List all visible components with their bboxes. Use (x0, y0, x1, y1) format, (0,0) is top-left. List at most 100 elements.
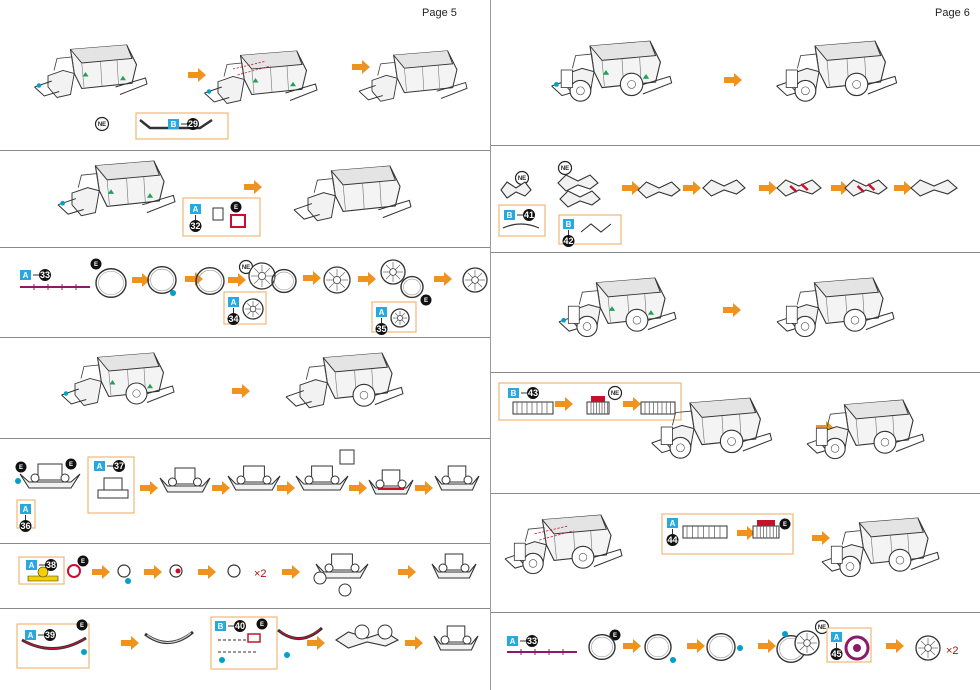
rear-wheel (888, 548, 912, 572)
headlamp-part (313, 571, 327, 585)
part-number-circle (189, 220, 202, 232)
part-sheet-letter: A (23, 505, 29, 514)
step-arrow-icon (812, 531, 830, 545)
step-arrow-icon (405, 636, 423, 650)
glue-point-icon (36, 83, 42, 88)
front-wheel (522, 552, 544, 575)
axle-bracket (447, 465, 467, 483)
tire-ring-part (588, 633, 616, 661)
step-arrow-icon (358, 272, 376, 286)
car-windshield-frame (223, 62, 245, 80)
car-body-panel-lines (106, 176, 146, 205)
step-arrow-icon (352, 60, 370, 74)
part-number: 44 (667, 535, 677, 545)
e-badge-icon (230, 201, 242, 213)
rear-wheel (352, 383, 376, 407)
car-body-panel-lines (81, 59, 119, 88)
running-board-part (500, 181, 532, 199)
tire-ring-part (195, 267, 225, 296)
part-number: 34 (228, 314, 238, 324)
step-arrow-icon (555, 397, 573, 411)
ne-badge-label: NE (518, 176, 526, 182)
part-sheet-letter: A (23, 271, 29, 280)
axle-end-right (463, 475, 473, 485)
step-arrow-icon (244, 180, 262, 194)
rear-wheel (571, 545, 595, 569)
step-arrow-icon (132, 273, 150, 287)
car-windshield-frame (796, 53, 820, 72)
axle-end-right (350, 563, 360, 573)
radiator-grille (785, 305, 798, 324)
radiator-grille (513, 542, 526, 561)
rear-wheel-hub (578, 553, 588, 562)
car-body-rim (240, 50, 303, 70)
rear-wheel-hub (850, 316, 860, 325)
step-arrow-icon (198, 565, 216, 579)
assembly-guide-lines (218, 639, 258, 653)
e-badge-icon (65, 458, 77, 470)
step-arrow-icon (759, 181, 777, 195)
step-arrow-icon (894, 181, 912, 195)
glue-point-icon (170, 290, 176, 296)
axle-end-left (375, 479, 385, 489)
part-number: 43 (528, 388, 538, 398)
tire-ring-inner (647, 636, 669, 658)
part-sheet-letter-box (507, 636, 518, 646)
axle-end-left (304, 475, 314, 485)
wheel-hub (853, 644, 861, 652)
radiator-grille (660, 426, 673, 446)
step-arrow-icon (307, 636, 325, 650)
car-body-rim (331, 165, 397, 186)
axle-bracket (311, 465, 333, 483)
e-badge-icon (15, 461, 27, 473)
front-wheel (569, 79, 592, 102)
lamp-part (37, 566, 49, 578)
e-badge-icon (609, 629, 621, 641)
part-sheet-letter: A (193, 205, 199, 214)
radiator-grille (815, 427, 828, 446)
part-sheet-letter-box (190, 204, 201, 214)
car-assembly-drawing (504, 514, 623, 575)
step-arrow-icon (724, 73, 742, 87)
part-number: 37 (114, 461, 124, 471)
wheel-hub (249, 305, 257, 313)
car-body-rim (393, 50, 454, 69)
step-arrow-icon (723, 303, 741, 317)
wheel-hub (803, 639, 811, 647)
step-arrow-icon (282, 565, 300, 579)
e-badge-label: E (424, 298, 428, 304)
rear-wheel-hub (632, 316, 642, 325)
alignment-marker-icon (608, 306, 655, 315)
part-number-circle (562, 235, 575, 247)
glue-point-icon (670, 657, 676, 663)
axle-bracket (381, 469, 401, 487)
axle-end-right (460, 563, 470, 573)
part-sheet-letter-box (376, 307, 387, 317)
car-windshield-frame (53, 56, 75, 74)
axle-bracket (174, 467, 196, 485)
front-wheel-hub (845, 562, 855, 571)
part-number: 33 (527, 636, 537, 646)
rear-wheel-hub (895, 556, 905, 565)
rear-wheel (719, 429, 744, 454)
alignment-marker-icon (602, 70, 650, 79)
glue-point-icon (782, 631, 788, 637)
part-sheet-letter-box (831, 632, 842, 642)
car-hood (307, 192, 336, 222)
leaf-spring-inner (146, 632, 192, 644)
car-windshield-frame (826, 412, 849, 430)
part-sheet-letter: A (834, 633, 840, 642)
part-sheet-letter-box (563, 219, 574, 229)
front-wheel (824, 437, 846, 460)
car-body-rim (542, 514, 608, 535)
front-wheel-hub (528, 559, 538, 568)
step-arrow-icon (228, 273, 246, 287)
tire-ring-inner (403, 278, 421, 296)
part-sheet-letter: A (29, 561, 35, 570)
insertion-guide-lines (534, 525, 574, 541)
glue-point-icon (219, 657, 225, 663)
radiator-grille (567, 305, 580, 324)
step-divider (0, 247, 490, 248)
alignment-marker-icon (252, 78, 296, 87)
